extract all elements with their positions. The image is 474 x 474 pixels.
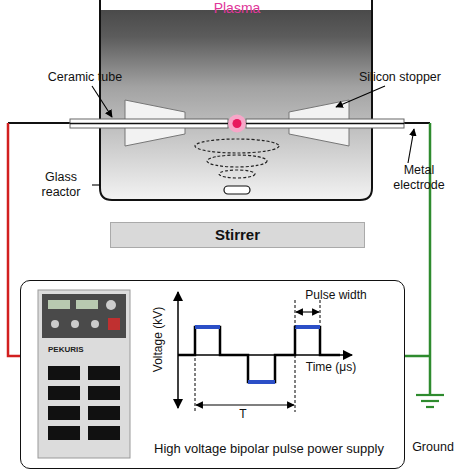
device-vent xyxy=(88,426,120,440)
period-arrow xyxy=(196,404,294,405)
ground-symbol xyxy=(426,406,434,408)
leader-arrow xyxy=(92,86,112,117)
plasma-glow xyxy=(228,115,246,133)
metal-electrode xyxy=(70,123,230,125)
pulse-top xyxy=(195,327,320,382)
device-switch xyxy=(108,318,120,330)
device-knob xyxy=(106,300,116,310)
axis-label: Pulse width xyxy=(300,288,372,303)
power-supply-box: High voltage bipolar pulse power supply xyxy=(20,280,405,469)
period-label: T xyxy=(236,407,250,422)
device-knob xyxy=(71,320,79,328)
device-vent xyxy=(88,406,120,420)
part-label: Silicon stopper xyxy=(340,70,460,85)
device-vent xyxy=(48,406,80,420)
leader-arrow xyxy=(408,129,414,163)
ground-symbol xyxy=(421,400,439,402)
device-logo: PEKURIS xyxy=(48,345,118,355)
device-knob xyxy=(51,320,59,328)
device-photo xyxy=(38,290,130,458)
ground-label: Ground xyxy=(402,440,464,455)
dashed-guide xyxy=(195,358,196,412)
device-vent xyxy=(48,366,80,380)
device-display xyxy=(48,300,70,309)
stir-bar xyxy=(224,186,250,194)
leader-arrow xyxy=(336,86,385,107)
plasma-core xyxy=(233,119,242,128)
metal-electrode xyxy=(244,123,404,125)
ground-symbol xyxy=(416,394,444,396)
vortex-line xyxy=(195,139,279,153)
axis-label: Time (μs) xyxy=(298,360,364,375)
device-knob xyxy=(91,320,99,328)
part-label: Ceramic tube xyxy=(40,70,130,85)
node-title: Stirrer xyxy=(215,226,260,244)
red-wire xyxy=(8,123,20,356)
device-vent xyxy=(48,386,80,400)
plasma-label: Plasma xyxy=(202,1,272,16)
glass-reactor xyxy=(100,0,372,200)
vortex-line xyxy=(219,170,255,178)
device-display xyxy=(76,300,98,309)
axis-label: Voltage (kV) xyxy=(151,300,166,380)
stirrer-box: Stirrer xyxy=(110,222,365,248)
liquid xyxy=(100,10,372,202)
node-title: High voltage bipolar pulse power supply xyxy=(139,441,399,457)
green-wire xyxy=(405,355,430,358)
device-vent xyxy=(48,426,80,440)
leader-line xyxy=(92,184,100,185)
device-panel xyxy=(42,294,126,338)
device-vent xyxy=(88,386,120,400)
pulse-width-arrow xyxy=(296,311,319,312)
vortex-line xyxy=(207,155,267,167)
part-label: Glass reactor xyxy=(30,170,92,200)
part-label: Metal electrode xyxy=(383,163,455,193)
dashed-guide xyxy=(295,300,296,412)
voltage-axis xyxy=(177,292,179,408)
dashed-guide xyxy=(320,300,321,325)
device-vent xyxy=(88,366,120,380)
